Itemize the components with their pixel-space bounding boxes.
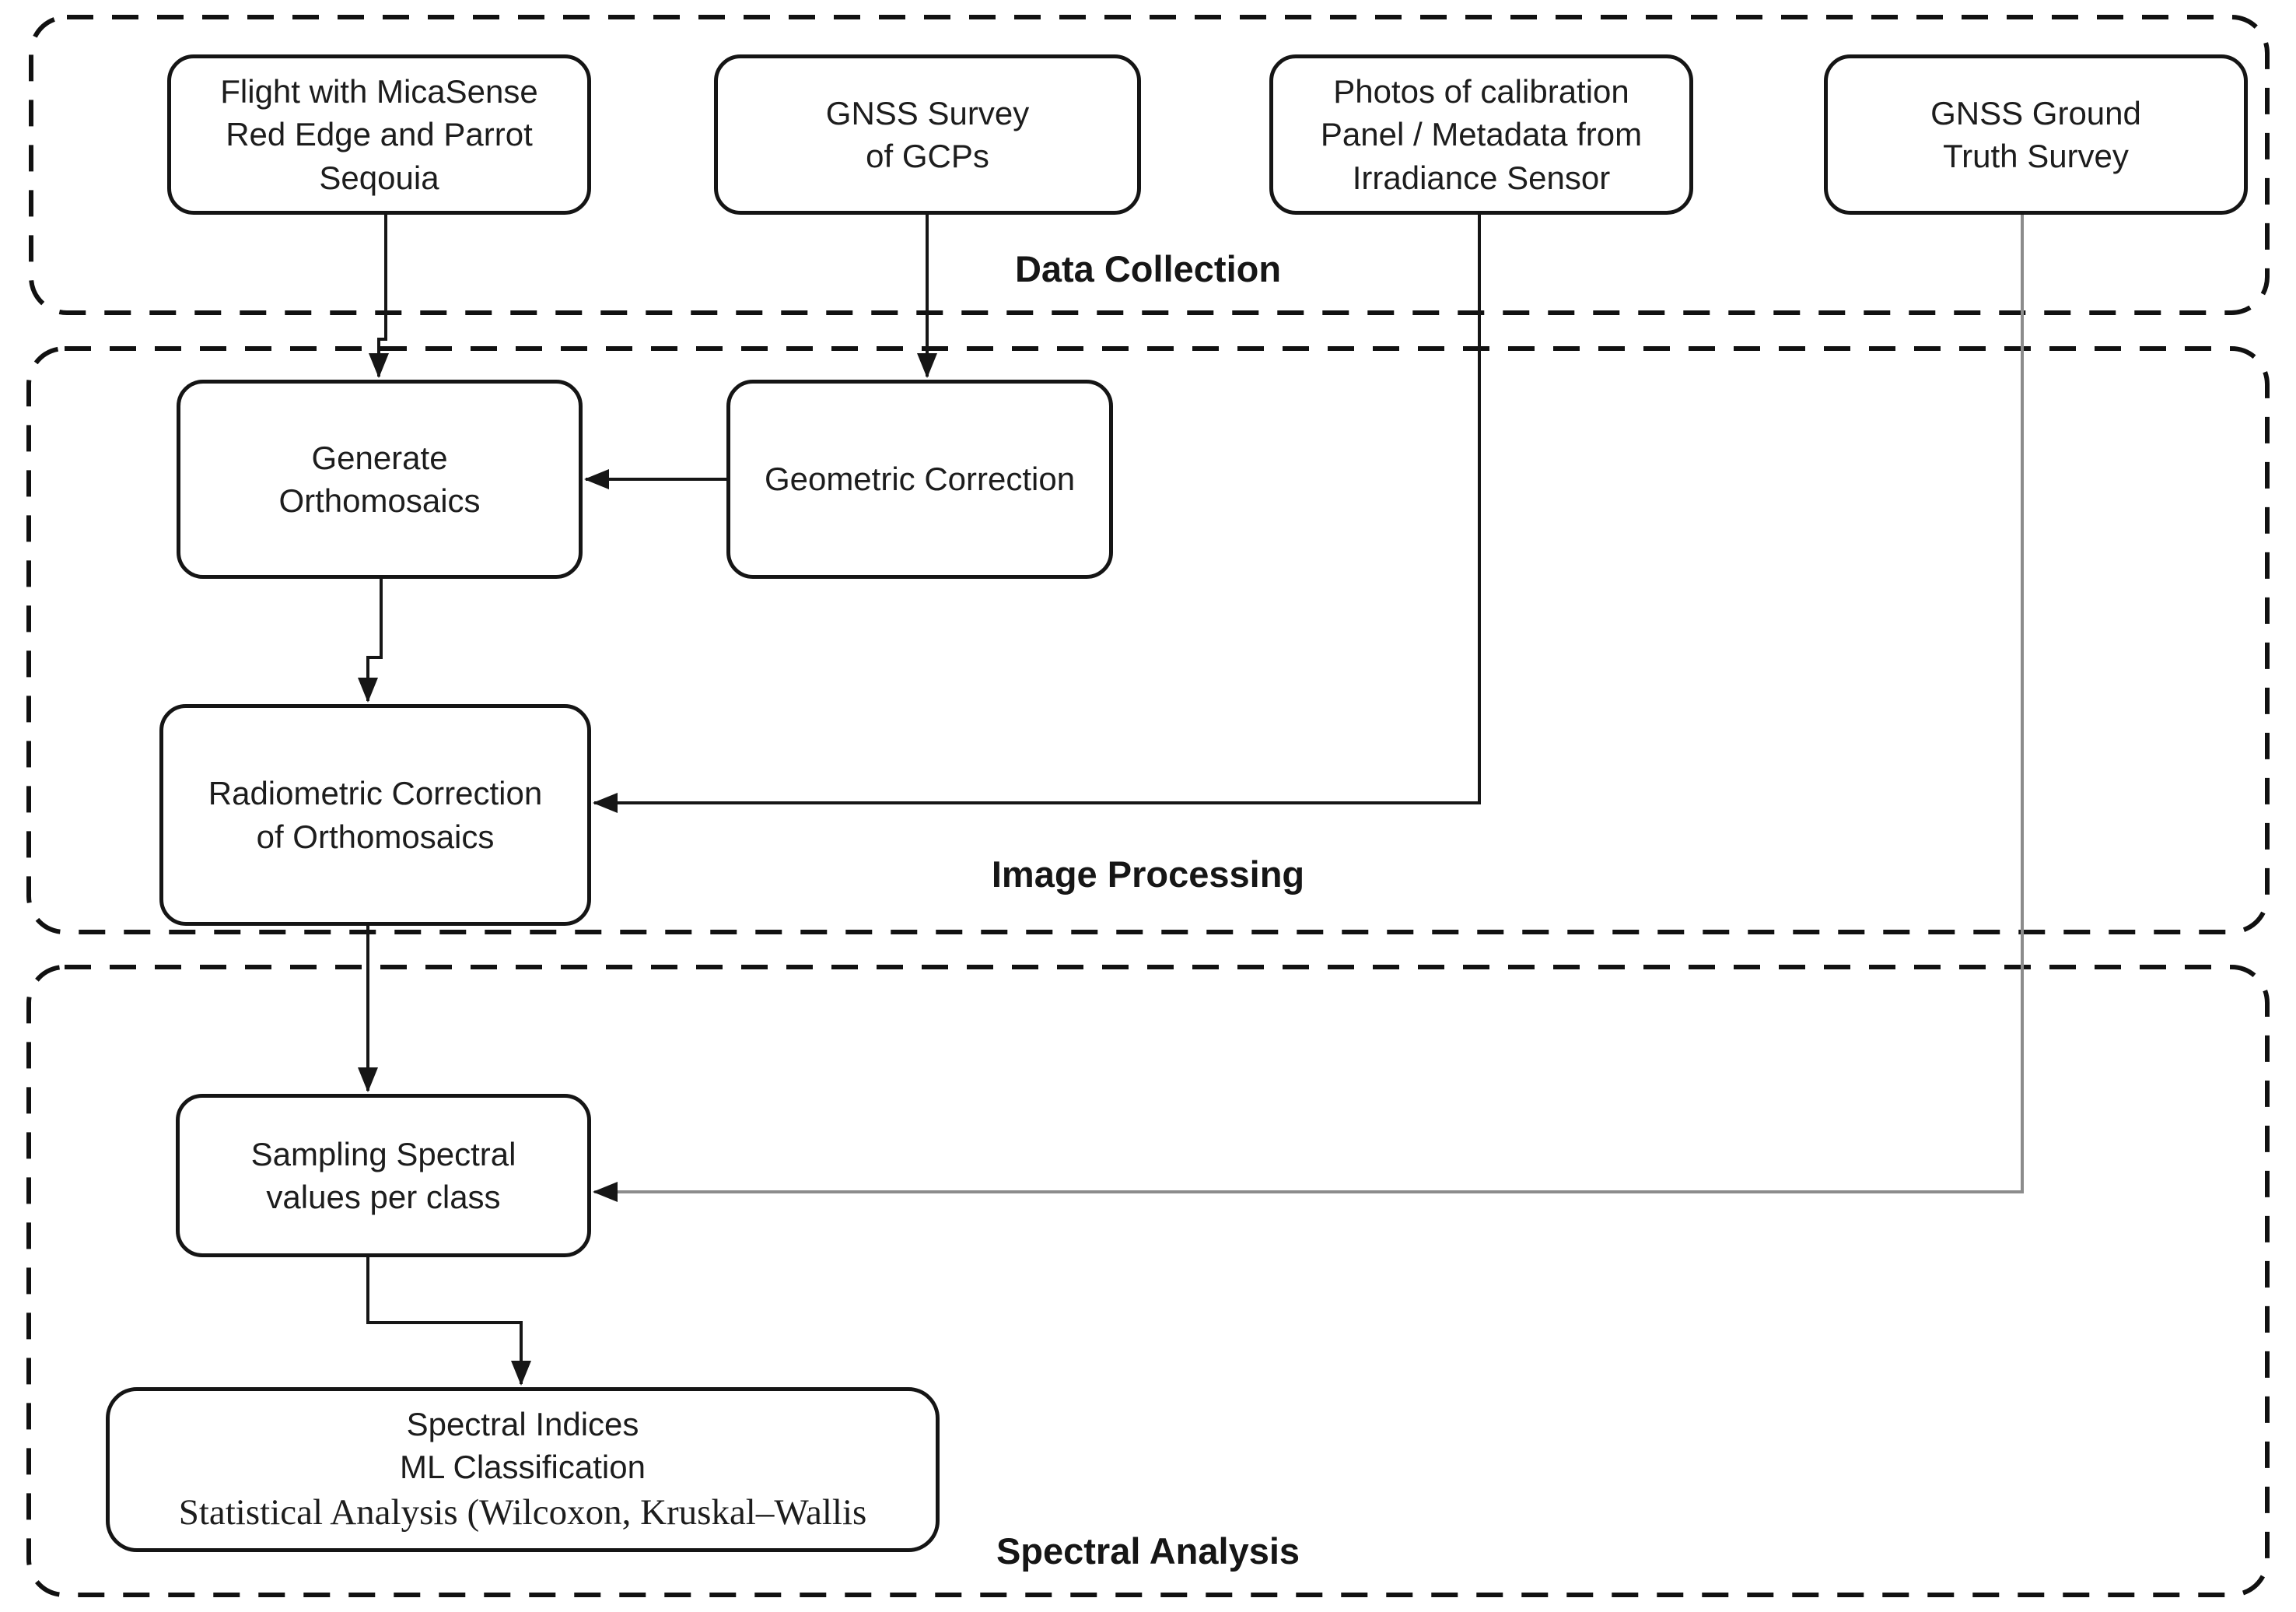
arrow-flight-to-generate	[369, 215, 389, 378]
node-spectral-indices-analysis: Spectral Indices ML Classification Stati…	[106, 1387, 940, 1552]
node-radiometric-correction: Radiometric Correction of Orthomosaics	[159, 704, 591, 926]
section-spectral-analysis-border	[26, 965, 2270, 1597]
node-generate-orthomosaics: Generate Orthomosaics	[177, 380, 583, 579]
node-text-line: Photos of calibration	[1333, 72, 1629, 110]
node-calibration-photos: Photos of calibration Panel / Metadata f…	[1269, 54, 1693, 215]
arrow-ground-truth-to-sampling	[593, 215, 2024, 1202]
node-text-line: Sampling Spectral	[250, 1135, 516, 1172]
node-text-line: Panel / Metadata from	[1320, 116, 1643, 153]
node-text-line: Geometric Correction	[764, 461, 1076, 498]
node-text-line: of GCPs	[866, 138, 989, 174]
node-text-line: Truth Survey	[1943, 138, 2129, 174]
node-text-line: GNSS Ground	[1930, 94, 2141, 131]
arrow-generate-to-radiometric	[358, 579, 383, 703]
node-flight-micasense: Flight with MicaSense Red Edge and Parro…	[167, 54, 591, 215]
node-text-line: Orthomosaics	[278, 482, 481, 519]
node-text-line: GNSS Survey	[825, 94, 1030, 131]
node-gnss-ground-truth: GNSS Ground Truth Survey	[1824, 54, 2248, 215]
node-text-line: ML Classification	[400, 1448, 646, 1485]
section-data-collection-border	[29, 15, 2270, 315]
section-label-image-processing: Image Processing	[991, 853, 1305, 895]
node-text-line: Red Edge and Parrot	[226, 116, 533, 153]
node-geometric-correction: Geometric Correction	[726, 380, 1113, 579]
section-label-data-collection: Data Collection	[1014, 248, 1282, 289]
section-image-processing-border	[26, 346, 2270, 934]
node-text-line: Generate	[311, 439, 448, 476]
node-text-line: Flight with MicaSense	[220, 72, 538, 110]
node-text-line: Radiometric Correction	[208, 775, 543, 812]
node-gnss-survey-gcps: GNSS Survey of GCPs	[714, 54, 1141, 215]
node-sampling-spectral-values: Sampling Spectral values per class	[176, 1094, 591, 1257]
arrow-photos-to-radiometric	[593, 215, 1481, 813]
node-text-line: Statistical Analysis (Wilcoxon, Kruskal–…	[178, 1492, 867, 1533]
node-text-line: values per class	[266, 1179, 501, 1215]
arrow-sampling-to-analysis	[366, 1257, 531, 1386]
section-label-spectral-analysis: Spectral Analysis	[996, 1530, 1300, 1572]
node-text-line: Spectral Indices	[406, 1405, 639, 1442]
node-text-line: Irradiance Sensor	[1352, 159, 1611, 196]
node-text-line: of Orthomosaics	[256, 818, 495, 855]
node-text-line: Seqouia	[319, 159, 439, 196]
